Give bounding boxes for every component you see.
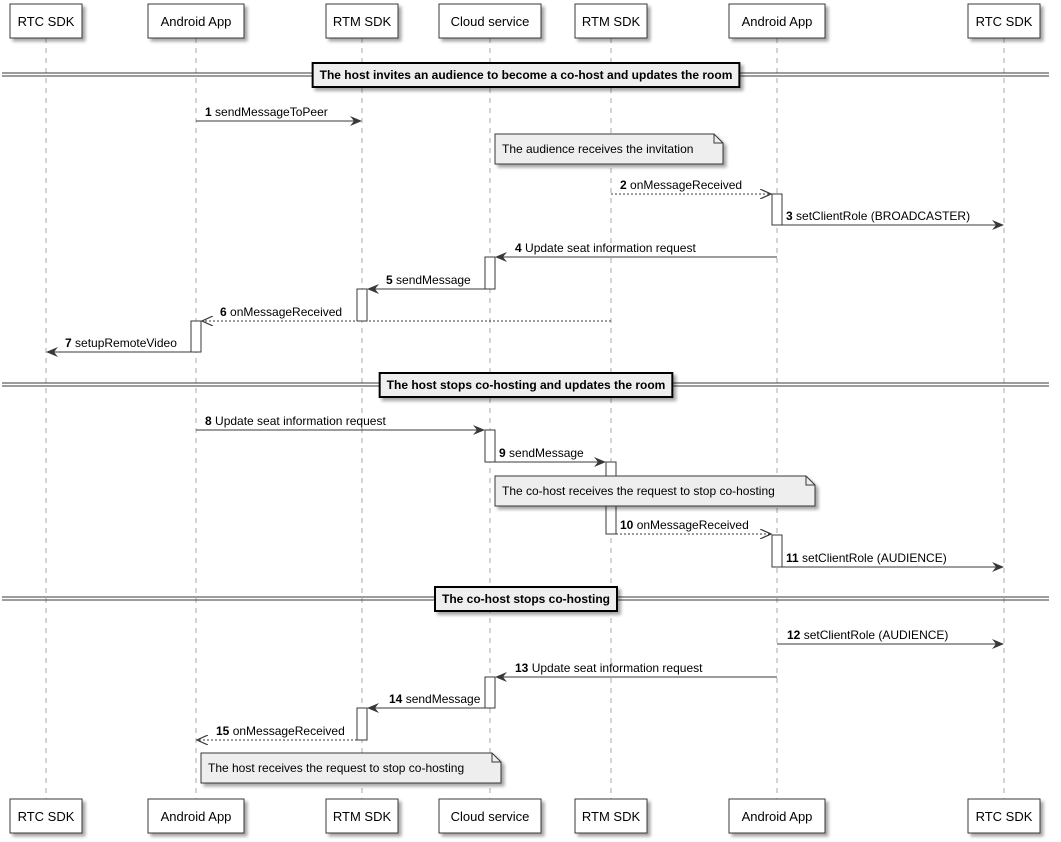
participant-label: RTM SDK bbox=[333, 14, 392, 29]
message-5: 5 sendMessage bbox=[367, 273, 485, 294]
message-label: 10 onMessageReceived bbox=[620, 518, 749, 532]
participant-cloud-bottom: Cloud service bbox=[438, 798, 542, 834]
participant-rtm2-top: RTM SDK bbox=[574, 3, 648, 39]
participant-label: Android App bbox=[742, 14, 813, 29]
participant-label: Android App bbox=[161, 809, 232, 824]
message-7: 7 setupRemoteVideo bbox=[46, 336, 191, 357]
message-11: 11 setClientRole (AUDIENCE) bbox=[782, 551, 1004, 572]
participant-label: RTM SDK bbox=[333, 809, 392, 824]
participant-rtc2-top: RTC SDK bbox=[967, 3, 1041, 39]
message-label: 13 Update seat information request bbox=[515, 661, 703, 675]
activation-bar bbox=[484, 676, 496, 709]
message-2: 2 onMessageReceived bbox=[611, 178, 771, 194]
message-label: 15 onMessageReceived bbox=[216, 724, 345, 738]
activation-bar bbox=[771, 534, 783, 568]
message-label: 9 sendMessage bbox=[499, 446, 584, 460]
note: The co-host receives the request to stop… bbox=[494, 475, 816, 507]
participant-rtc2-bottom: RTC SDK bbox=[967, 798, 1041, 834]
participant-label: Android App bbox=[742, 809, 813, 824]
participant-app2-bottom: Android App bbox=[728, 798, 826, 834]
participant-label: RTC SDK bbox=[976, 809, 1033, 824]
message-1: 1 sendMessageToPeer bbox=[196, 105, 362, 126]
participant-label: RTC SDK bbox=[18, 809, 75, 824]
activation-bar bbox=[484, 256, 496, 290]
note-text: The co-host receives the request to stop… bbox=[502, 484, 775, 498]
note-text: The host receives the request to stop co… bbox=[208, 761, 464, 775]
message-6: 6 onMessageReceived bbox=[202, 305, 611, 321]
activation-bar bbox=[356, 288, 368, 322]
participant-rtm1-bottom: RTM SDK bbox=[325, 798, 399, 834]
message-label: 2 onMessageReceived bbox=[620, 178, 742, 192]
message-12: 12 setClientRole (AUDIENCE) bbox=[777, 628, 1004, 649]
message-label: 5 sendMessage bbox=[386, 273, 471, 287]
participant-label: Android App bbox=[161, 14, 232, 29]
message-label: 1 sendMessageToPeer bbox=[205, 105, 328, 119]
message-15: 15 onMessageReceived bbox=[197, 724, 357, 740]
participant-label: Cloud service bbox=[451, 809, 530, 824]
message-4: 4 Update seat information request bbox=[495, 241, 777, 262]
message-label: 6 onMessageReceived bbox=[220, 305, 342, 319]
message-9: 9 sendMessage bbox=[495, 446, 606, 467]
activation-bar bbox=[484, 429, 496, 463]
section-divider: The host invites an audience to become a… bbox=[2, 62, 1049, 88]
participant-rtm1-top: RTM SDK bbox=[325, 3, 399, 39]
message-label: 11 setClientRole (AUDIENCE) bbox=[786, 551, 947, 565]
section-divider-label: The host invites an audience to become a… bbox=[320, 68, 733, 82]
participant-label: RTM SDK bbox=[582, 809, 641, 824]
participant-app1-bottom: Android App bbox=[147, 798, 245, 834]
activation-bar bbox=[190, 320, 202, 353]
message-14: 14 sendMessage bbox=[367, 692, 485, 713]
participant-label: RTC SDK bbox=[976, 14, 1033, 29]
participant-app2-top: Android App bbox=[728, 3, 826, 39]
message-13: 13 Update seat information request bbox=[495, 661, 777, 682]
message-label: 7 setupRemoteVideo bbox=[65, 336, 177, 350]
activation-bar bbox=[771, 193, 783, 226]
message-label: 8 Update seat information request bbox=[205, 414, 386, 428]
participant-label: Cloud service bbox=[451, 14, 530, 29]
message-10: 10 onMessageReceived bbox=[616, 518, 771, 534]
message-label: 14 sendMessage bbox=[389, 692, 481, 706]
note: The audience receives the invitation bbox=[494, 133, 724, 165]
participant-label: RTC SDK bbox=[18, 14, 75, 29]
participant-rtc1-top: RTC SDK bbox=[9, 3, 83, 39]
section-divider-label: The host stops co-hosting and updates th… bbox=[387, 378, 666, 392]
message-label: 12 setClientRole (AUDIENCE) bbox=[787, 628, 948, 642]
message-8: 8 Update seat information request bbox=[196, 414, 485, 435]
activation-bar bbox=[356, 707, 368, 741]
section-divider: The co-host stops co-hosting bbox=[2, 586, 1049, 612]
participant-app1-top: Android App bbox=[147, 3, 245, 39]
section-divider-label: The co-host stops co-hosting bbox=[442, 592, 610, 606]
section-divider: The host stops co-hosting and updates th… bbox=[2, 372, 1049, 398]
note-text: The audience receives the invitation bbox=[502, 142, 693, 156]
participant-label: RTM SDK bbox=[582, 14, 641, 29]
participant-cloud-top: Cloud service bbox=[438, 3, 542, 39]
message-label: 3 setClientRole (BROADCASTER) bbox=[786, 209, 970, 223]
message-3: 3 setClientRole (BROADCASTER) bbox=[782, 209, 1004, 230]
message-label: 4 Update seat information request bbox=[515, 241, 696, 255]
note: The host receives the request to stop co… bbox=[200, 752, 502, 784]
participant-rtc1-bottom: RTC SDK bbox=[9, 798, 83, 834]
participant-rtm2-bottom: RTM SDK bbox=[574, 798, 648, 834]
